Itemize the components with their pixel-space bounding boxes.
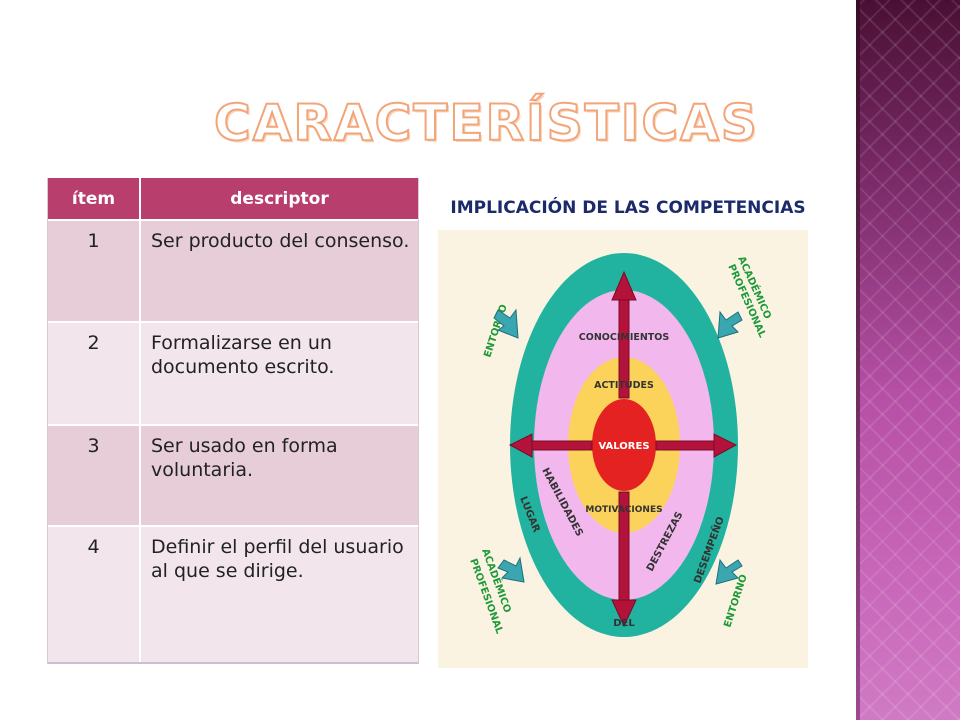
table-row: 4 Definir el perfil del usuario al que s… (48, 525, 418, 662)
table-header-row: ítem descriptor (48, 178, 418, 220)
row-descriptor: Ser usado en forma voluntaria. (140, 424, 418, 526)
table-row: 3 Ser usado en forma voluntaria. (48, 424, 418, 526)
center-circle (592, 399, 656, 491)
diagram-title: IMPLICACIÓN DE LAS COMPETENCIAS (450, 196, 805, 218)
table-row: 2 Formalizarse en un documento escrito. (48, 321, 418, 425)
left-arrow (508, 433, 593, 458)
row-item-number: 4 (48, 525, 141, 662)
row-item-number: 1 (48, 219, 141, 322)
row-descriptor: Definir el perfil del usuario al que se … (140, 525, 418, 662)
header-item: ítem (48, 178, 141, 220)
label-conocimientos: CONOCIMIENTOS (579, 332, 670, 343)
row-descriptor: Ser producto del consenso. (140, 219, 418, 322)
up-arrow (611, 270, 637, 399)
characteristics-table: ítem descriptor 1 Ser producto del conse… (47, 178, 419, 664)
slide-title: CARACTERÍSTICAS (213, 93, 759, 153)
right-arrow (655, 433, 738, 458)
label-del: DEL (613, 618, 635, 629)
table-row: 1 Ser producto del consenso. (48, 219, 418, 322)
row-descriptor: Formalizarse en un documento escrito. (140, 321, 418, 425)
side-arrow-bottom-right (715, 558, 743, 585)
row-item-number: 3 (48, 424, 141, 526)
label-actitudes: ACTITUDES (594, 380, 654, 391)
label-motivaciones: MOTIVACIONES (585, 505, 662, 515)
side-arrow-bottom-left (497, 556, 525, 583)
decorative-side-band (856, 0, 960, 720)
diagram-title-bg (438, 180, 808, 230)
side-arrow-top-right (717, 310, 743, 339)
down-arrow (611, 491, 637, 628)
header-descriptor: descriptor (140, 178, 418, 220)
label-valores: VALORES (598, 441, 649, 452)
side-arrow-top-left (493, 308, 519, 339)
row-item-number: 2 (48, 321, 141, 425)
competencies-diagram: IMPLICACIÓN DE LAS COMPETENCIAS CONOCIMI… (438, 180, 808, 668)
